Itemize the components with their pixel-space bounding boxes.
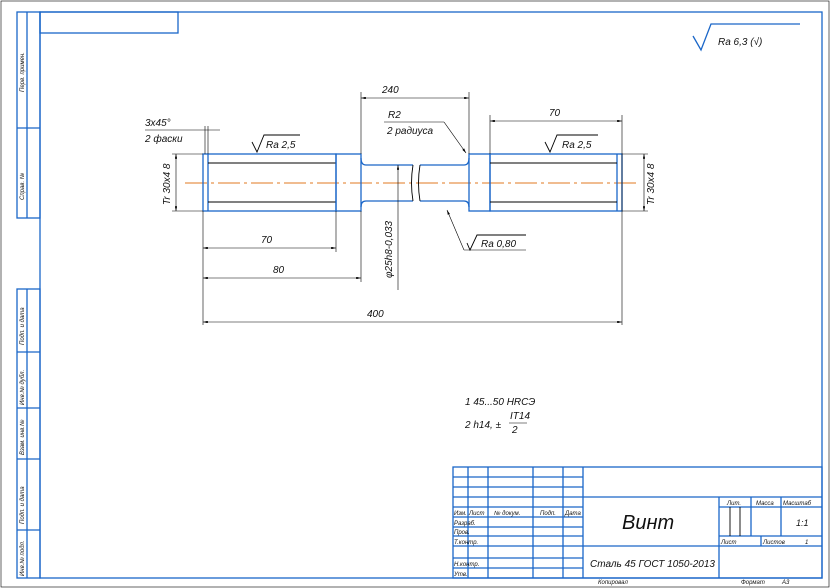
scale-value: 1:1 (796, 518, 809, 528)
radius-label: R2 (388, 110, 401, 121)
sheet-label: Лист (720, 540, 736, 546)
diameter-dim: φ25h8-0,033 (384, 220, 395, 278)
role-checker: Пров. (454, 530, 470, 536)
neck-section (360, 157, 470, 208)
side-label: Подп. и дата (20, 307, 26, 345)
dim-240: 240 (381, 85, 399, 96)
format-value: A3 (781, 580, 790, 586)
title-block (452, 466, 823, 579)
note-fraction-denominator: 2 (511, 425, 518, 436)
side-labels: Перв. примен. Справ. № Подп. и дата Инв.… (19, 52, 26, 576)
thread-left: Tr 30x4 8 (162, 163, 173, 205)
material: Сталь 45 ГОСТ 1050-2013 (590, 559, 715, 570)
roughness-sign-icon (466, 234, 526, 252)
sheets-value: 1 (805, 540, 808, 546)
radius-count: 2 радиуса (386, 126, 434, 137)
roughness-neck: Ra 0,80 (481, 239, 516, 250)
role-norm-control: Н.контр. (454, 562, 479, 568)
header-date: Дата (564, 511, 581, 517)
side-label: Взам. инв.№ (19, 419, 26, 455)
copied-label: Копировал (598, 580, 628, 586)
side-strip (16, 11, 41, 579)
top-left-box (39, 11, 179, 34)
format-label: Формат (741, 580, 765, 586)
dim-70-left: 70 (261, 235, 273, 246)
thread-right: Tr 30x4 8 (646, 163, 657, 205)
left-collar (335, 153, 362, 212)
note-1: 1 45...50 HRCЭ (465, 397, 535, 408)
chamfer-label: 3x45° (145, 118, 171, 129)
role-developer: Разраб. (454, 521, 476, 527)
role-approved: Утв. (453, 572, 468, 578)
note-2: 2 h14, ± (464, 420, 502, 431)
header-doc: № докум. (494, 510, 520, 517)
roughness-right: Ra 2,5 (562, 140, 592, 151)
side-label: Подп. и дата (20, 486, 26, 524)
header-izm: Изм. (454, 511, 467, 517)
header-list: Лист (468, 511, 484, 517)
dim-80: 80 (273, 265, 285, 276)
side-label: Инв.№ дубл. (19, 370, 26, 405)
note-fraction-numerator: IT14 (510, 411, 530, 422)
header-sign: Подп. (540, 511, 556, 517)
drawing-frame (39, 11, 823, 579)
scale-header: Масштаб (783, 501, 812, 507)
roughness-sign-icon (251, 134, 300, 154)
side-label: Справ. № (19, 172, 26, 200)
dimension-lines (145, 92, 648, 325)
chamfer-count: 2 фаски (144, 133, 183, 145)
dim-400: 400 (367, 309, 384, 320)
side-label: Инв.№ подл. (19, 540, 26, 576)
roughness-sign-icon (692, 23, 800, 52)
shaft-part (185, 153, 640, 212)
mass-header: Масса (756, 501, 774, 507)
sheets-label: Листов (762, 540, 785, 546)
role-tech-control: Т.контр. (454, 540, 478, 546)
roughness-left: Ra 2,5 (266, 140, 296, 151)
side-label: Перв. примен. (20, 52, 26, 92)
roughness-sign-icon (544, 134, 598, 154)
general-roughness: Ra 6,3 (√) (718, 36, 762, 48)
break-line (411, 164, 421, 202)
lit-header: Лит. (726, 501, 741, 507)
dim-70-right: 70 (549, 108, 561, 119)
part-name: Винт (622, 512, 674, 534)
